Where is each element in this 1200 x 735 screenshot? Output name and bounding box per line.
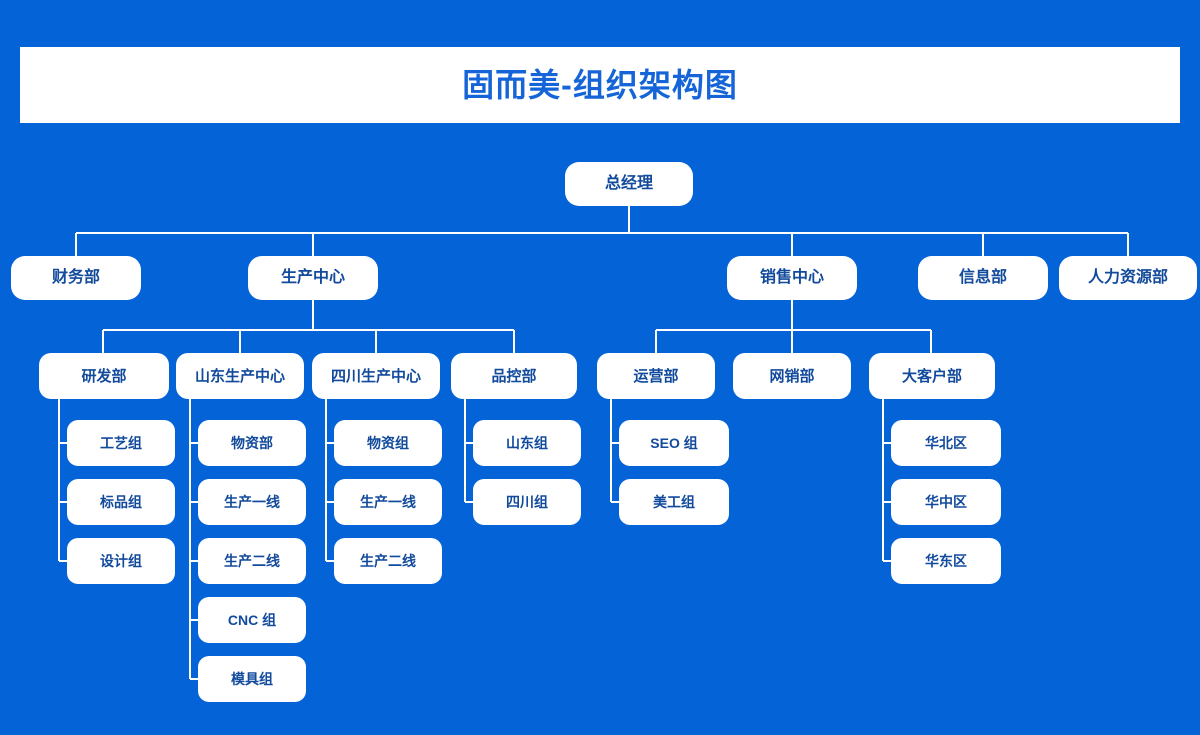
node-sichuan-production-line-1[interactable]: 生产一线 <box>334 479 442 525</box>
node-east-china-region[interactable]: 华东区 <box>891 538 1001 584</box>
node-qc-shandong-team[interactable]: 山东组 <box>473 420 581 466</box>
node-label: 山东生产中心 <box>194 367 285 385</box>
node-shandong-production-line-2[interactable]: 生产二线 <box>198 538 306 584</box>
node-label: 物资组 <box>367 435 409 451</box>
node-sichuan-production-center[interactable]: 四川生产中心 <box>312 353 440 399</box>
node-label: 总经理 <box>604 175 653 192</box>
node-online-sales-department[interactable]: 网销部 <box>733 353 851 399</box>
node-shandong-materials-department[interactable]: 物资部 <box>198 420 306 466</box>
node-sichuan-materials-team[interactable]: 物资组 <box>334 420 442 466</box>
node-label: 华中区 <box>925 494 967 510</box>
node-label: 华东区 <box>925 553 967 569</box>
node-label: 人力资源部 <box>1087 269 1168 286</box>
node-label: 华北区 <box>925 435 967 451</box>
node-label: 大客户部 <box>901 367 962 385</box>
node-label: 设计组 <box>100 553 142 569</box>
page-title: 固而美-组织架构图 <box>462 67 738 103</box>
node-label: 生产一线 <box>224 494 280 510</box>
node-label: 财务部 <box>51 269 100 286</box>
node-label: 工艺组 <box>100 435 142 451</box>
node-general-manager[interactable]: 总经理 <box>565 162 693 206</box>
node-information-department[interactable]: 信息部 <box>918 256 1048 300</box>
node-label: 生产一线 <box>360 494 416 510</box>
node-label: 生产二线 <box>360 553 416 569</box>
title-banner: 固而美-组织架构图 <box>20 47 1180 123</box>
node-mold-team[interactable]: 模具组 <box>198 656 306 702</box>
node-label: 标品组 <box>100 494 142 510</box>
node-label: SEO 组 <box>650 435 698 451</box>
node-finance-department[interactable]: 财务部 <box>11 256 141 300</box>
node-central-china-region[interactable]: 华中区 <box>891 479 1001 525</box>
node-label: 模具组 <box>231 671 273 687</box>
node-label: CNC 组 <box>227 612 277 628</box>
node-quality-control-department[interactable]: 品控部 <box>451 353 577 399</box>
node-label: 物资部 <box>231 435 273 451</box>
node-label: 生产二线 <box>224 553 280 569</box>
node-sales-center[interactable]: 销售中心 <box>727 256 857 300</box>
node-label: 销售中心 <box>759 269 824 286</box>
node-design-team[interactable]: 设计组 <box>67 538 175 584</box>
node-label: 品控部 <box>491 367 537 385</box>
node-seo-team[interactable]: SEO 组 <box>619 420 729 466</box>
node-cnc-team[interactable]: CNC 组 <box>198 597 306 643</box>
node-sichuan-production-line-2[interactable]: 生产二线 <box>334 538 442 584</box>
node-key-account-department[interactable]: 大客户部 <box>869 353 995 399</box>
node-art-design-team[interactable]: 美工组 <box>619 479 729 525</box>
node-north-china-region[interactable]: 华北区 <box>891 420 1001 466</box>
node-label: 四川组 <box>506 494 548 510</box>
node-label: 研发部 <box>81 367 127 385</box>
node-label: 运营部 <box>633 367 679 385</box>
node-process-team[interactable]: 工艺组 <box>67 420 175 466</box>
node-qc-sichuan-team[interactable]: 四川组 <box>473 479 581 525</box>
node-hr-department[interactable]: 人力资源部 <box>1059 256 1197 300</box>
node-label: 四川生产中心 <box>330 367 421 385</box>
node-shandong-production-center[interactable]: 山东生产中心 <box>176 353 304 399</box>
node-standard-product-team[interactable]: 标品组 <box>67 479 175 525</box>
node-operations-department[interactable]: 运营部 <box>597 353 715 399</box>
node-label: 美工组 <box>653 494 695 510</box>
node-label: 山东组 <box>506 435 548 451</box>
node-label: 信息部 <box>958 269 1007 286</box>
node-shandong-production-line-1[interactable]: 生产一线 <box>198 479 306 525</box>
node-rd-department[interactable]: 研发部 <box>39 353 169 399</box>
node-label: 生产中心 <box>280 269 345 286</box>
node-production-center[interactable]: 生产中心 <box>248 256 378 300</box>
node-label: 网销部 <box>769 367 815 385</box>
